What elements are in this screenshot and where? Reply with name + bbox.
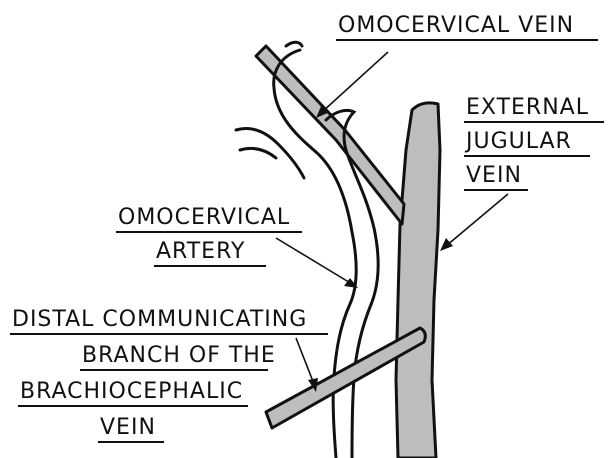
external-jugular-vein: [396, 103, 440, 458]
label-vein-text: VEIN: [100, 415, 156, 440]
label-jugular-text: JUGULAR: [464, 129, 572, 154]
leader-omocervical-vein: [322, 52, 388, 112]
label-brachiocephalic-text: BRACHIOCEPHALIC: [20, 379, 243, 404]
label-vein-text: VEIN: [466, 163, 522, 188]
label-branch-of-the-text: BRANCH OF THE: [82, 343, 276, 368]
label-artery-text: ARTERY: [156, 239, 245, 264]
leader-arrowhead: [440, 238, 453, 251]
label-omocervical-text: OMOCERVICAL: [118, 205, 290, 230]
label-omocervical-vein: OMOCERVICAL VEIN: [336, 13, 598, 40]
leader-distal-communicating-branch: [296, 338, 314, 384]
leader-external-jugular-vein: [446, 194, 508, 246]
omocervical-vein: [256, 46, 404, 224]
label-omocervical-artery: OMOCERVICAL ARTERY: [116, 205, 302, 266]
label-external-text: EXTERNAL: [466, 95, 589, 120]
label-omocervical-vein-text: OMOCERVICAL VEIN: [338, 13, 574, 38]
leader-omocervical-artery: [276, 238, 352, 284]
label-external-jugular-vein: EXTERNAL JUGULAR VEIN: [464, 95, 604, 190]
label-distal-communicating-text: DISTAL COMMUNICATING: [12, 307, 307, 332]
